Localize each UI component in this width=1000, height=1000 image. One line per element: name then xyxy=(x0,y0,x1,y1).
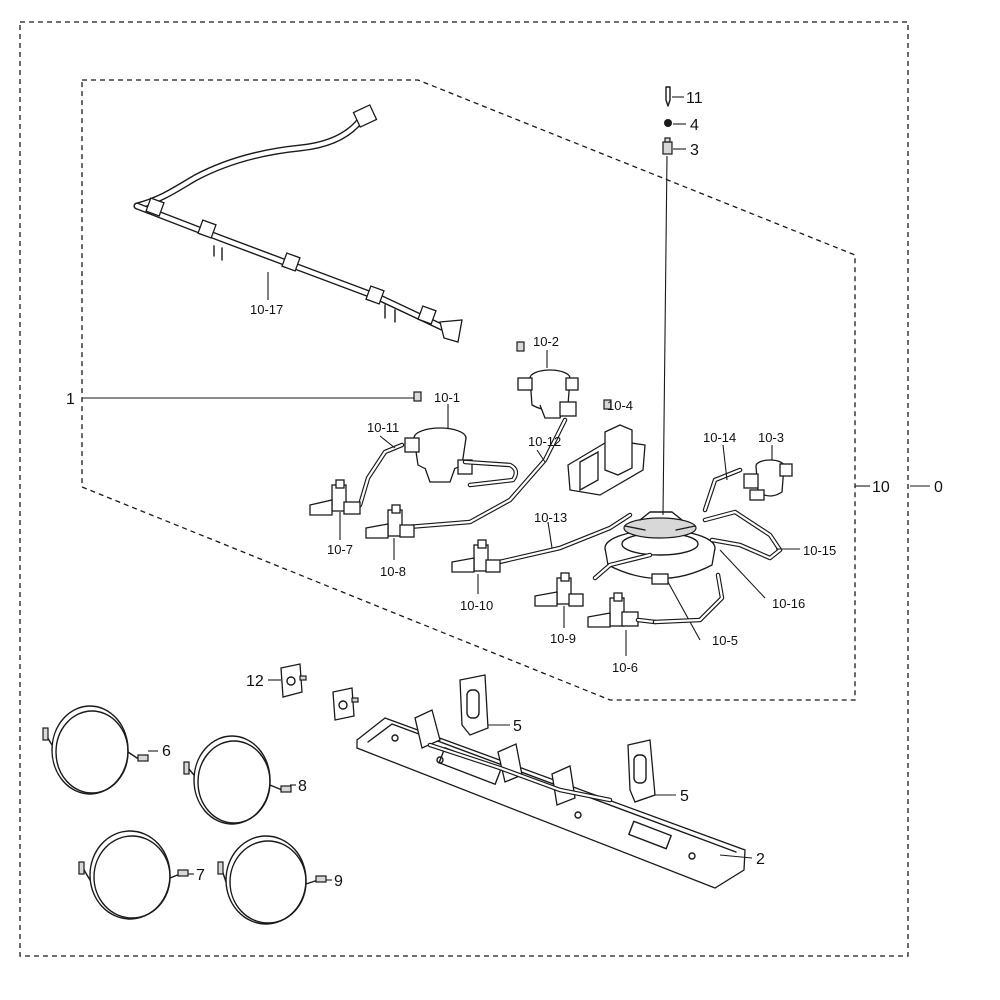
gas-valve-icon xyxy=(534,572,584,607)
callout-10-16: 10-16 xyxy=(772,596,805,611)
injector-icon xyxy=(662,137,673,155)
callout-11: 11 xyxy=(686,90,703,107)
callout-0: 0 xyxy=(934,479,943,496)
callout-2: 2 xyxy=(756,851,765,868)
callout-10-6: 10-6 xyxy=(612,660,638,675)
nut-icon xyxy=(664,119,672,127)
callout-10: 10 xyxy=(872,479,890,496)
callout-10-15: 10-15 xyxy=(803,543,836,558)
callout-10-8: 10-8 xyxy=(380,564,406,579)
callout-1: 1 xyxy=(66,391,75,408)
subassembly-10-boundary xyxy=(81,79,856,701)
ignition-wire-coil-icon xyxy=(217,835,327,925)
clip-icon xyxy=(413,391,422,402)
burner-base-icon xyxy=(743,459,793,501)
callout-10-2: 10-2 xyxy=(533,334,559,349)
screw-icon xyxy=(665,86,671,107)
callout-10-11: 10-11 xyxy=(367,420,399,435)
outer-assembly-frame xyxy=(19,21,909,957)
callout-4: 4 xyxy=(690,117,699,134)
burner-base-icon xyxy=(567,399,646,496)
callout-10-5: 10-5 xyxy=(712,633,738,648)
wok-burner-icon xyxy=(604,511,716,585)
gas-valve-icon xyxy=(451,539,501,573)
callout-5-lower: 5 xyxy=(680,788,689,805)
callout-10-12: 10-12 xyxy=(528,434,561,449)
callout-10-9: 10-9 xyxy=(550,631,576,646)
callout-10-14: 10-14 xyxy=(703,430,736,445)
ignition-wire-coil-icon xyxy=(183,735,292,825)
bracket-icon xyxy=(459,674,489,736)
burner-base-icon xyxy=(404,427,473,483)
gas-pipe-icon xyxy=(357,417,633,566)
bracket-icon xyxy=(627,739,656,803)
callout-10-4: 10-4 xyxy=(607,398,633,413)
spark-switch-icon xyxy=(332,687,359,721)
ignition-wire-coil-icon xyxy=(42,705,149,795)
callout-7: 7 xyxy=(196,867,205,884)
ignition-wire-coil-icon xyxy=(78,830,189,920)
gas-valve-icon xyxy=(309,479,361,516)
spark-switch-icon xyxy=(280,663,307,698)
callout-10-3: 10-3 xyxy=(758,430,784,445)
callout-10-17: 10-17 xyxy=(250,302,283,317)
callout-10-13: 10-13 xyxy=(534,510,567,525)
bracket-plate-icon xyxy=(356,709,746,889)
callout-10-7: 10-7 xyxy=(327,542,353,557)
gas-pipe-icon xyxy=(592,467,783,625)
callout-10-1: 10-1 xyxy=(434,390,460,405)
callout-12: 12 xyxy=(246,673,264,690)
burner-base-icon xyxy=(516,341,579,419)
callout-6: 6 xyxy=(162,743,171,760)
gas-valve-icon xyxy=(587,592,658,628)
callout-3: 3 xyxy=(690,142,699,159)
gas-valve-icon xyxy=(365,504,415,539)
callout-10-10: 10-10 xyxy=(460,598,493,613)
manifold-tube-icon xyxy=(133,104,463,343)
callout-5-upper: 5 xyxy=(513,718,522,735)
callout-8: 8 xyxy=(298,778,307,795)
callout-9: 9 xyxy=(334,873,343,890)
